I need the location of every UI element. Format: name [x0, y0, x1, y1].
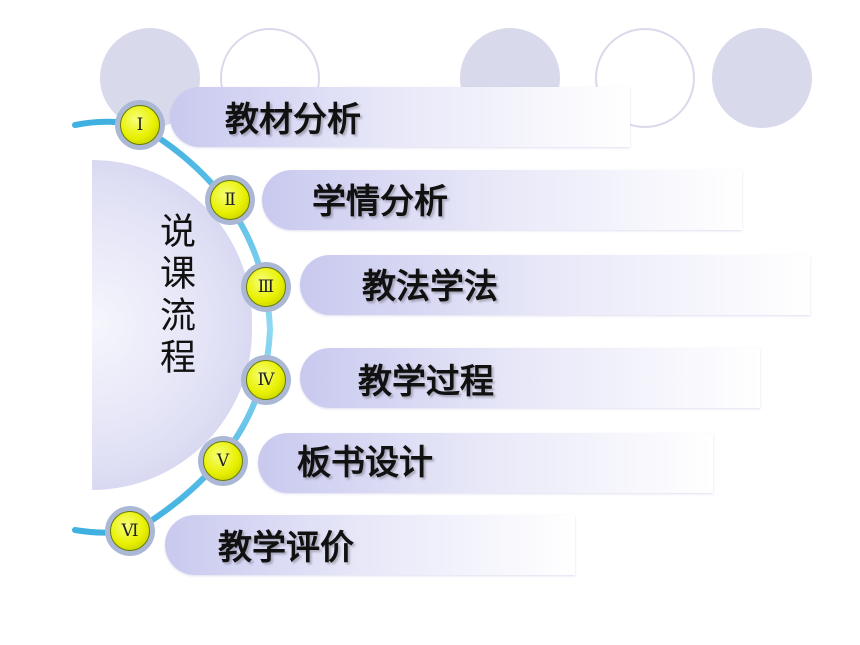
numeral-badge: Ⅲ	[241, 262, 291, 312]
numeral-badge-label: Ⅵ	[110, 511, 150, 551]
menu-item-label: 板书设计	[297, 443, 433, 483]
menu-item-textbook-analysis[interactable]	[170, 87, 630, 147]
menu-item-label: 教材分析	[225, 100, 361, 140]
numeral-badge-label: Ⅲ	[246, 267, 286, 307]
menu-item-teaching-process[interactable]	[300, 348, 760, 408]
numeral-badge: Ⅵ	[105, 506, 155, 556]
numeral-badge-label: Ⅳ	[246, 360, 286, 400]
numeral-badge: Ⅱ	[205, 175, 255, 225]
menu-item-teaching-evaluation[interactable]	[165, 515, 575, 575]
numeral-badge-label: Ⅴ	[203, 441, 243, 481]
numeral-badge-label: Ⅰ	[120, 105, 160, 145]
numeral-badge-label: Ⅱ	[210, 180, 250, 220]
decor-circle-5	[712, 28, 812, 128]
menu-item-label: 教学评价	[218, 528, 354, 568]
numeral-badge: Ⅴ	[198, 436, 248, 486]
numeral-badge: Ⅰ	[115, 100, 165, 150]
menu-item-teaching-methods[interactable]	[300, 255, 810, 315]
menu-item-label: 学情分析	[312, 182, 448, 222]
menu-item-label: 教学过程	[358, 362, 494, 402]
numeral-badge: Ⅳ	[241, 355, 291, 405]
page-title: 说课流程	[154, 212, 195, 380]
menu-item-label: 教法学法	[362, 267, 498, 307]
menu-item-board-design[interactable]	[258, 433, 713, 493]
menu-item-learner-analysis[interactable]	[262, 170, 742, 230]
